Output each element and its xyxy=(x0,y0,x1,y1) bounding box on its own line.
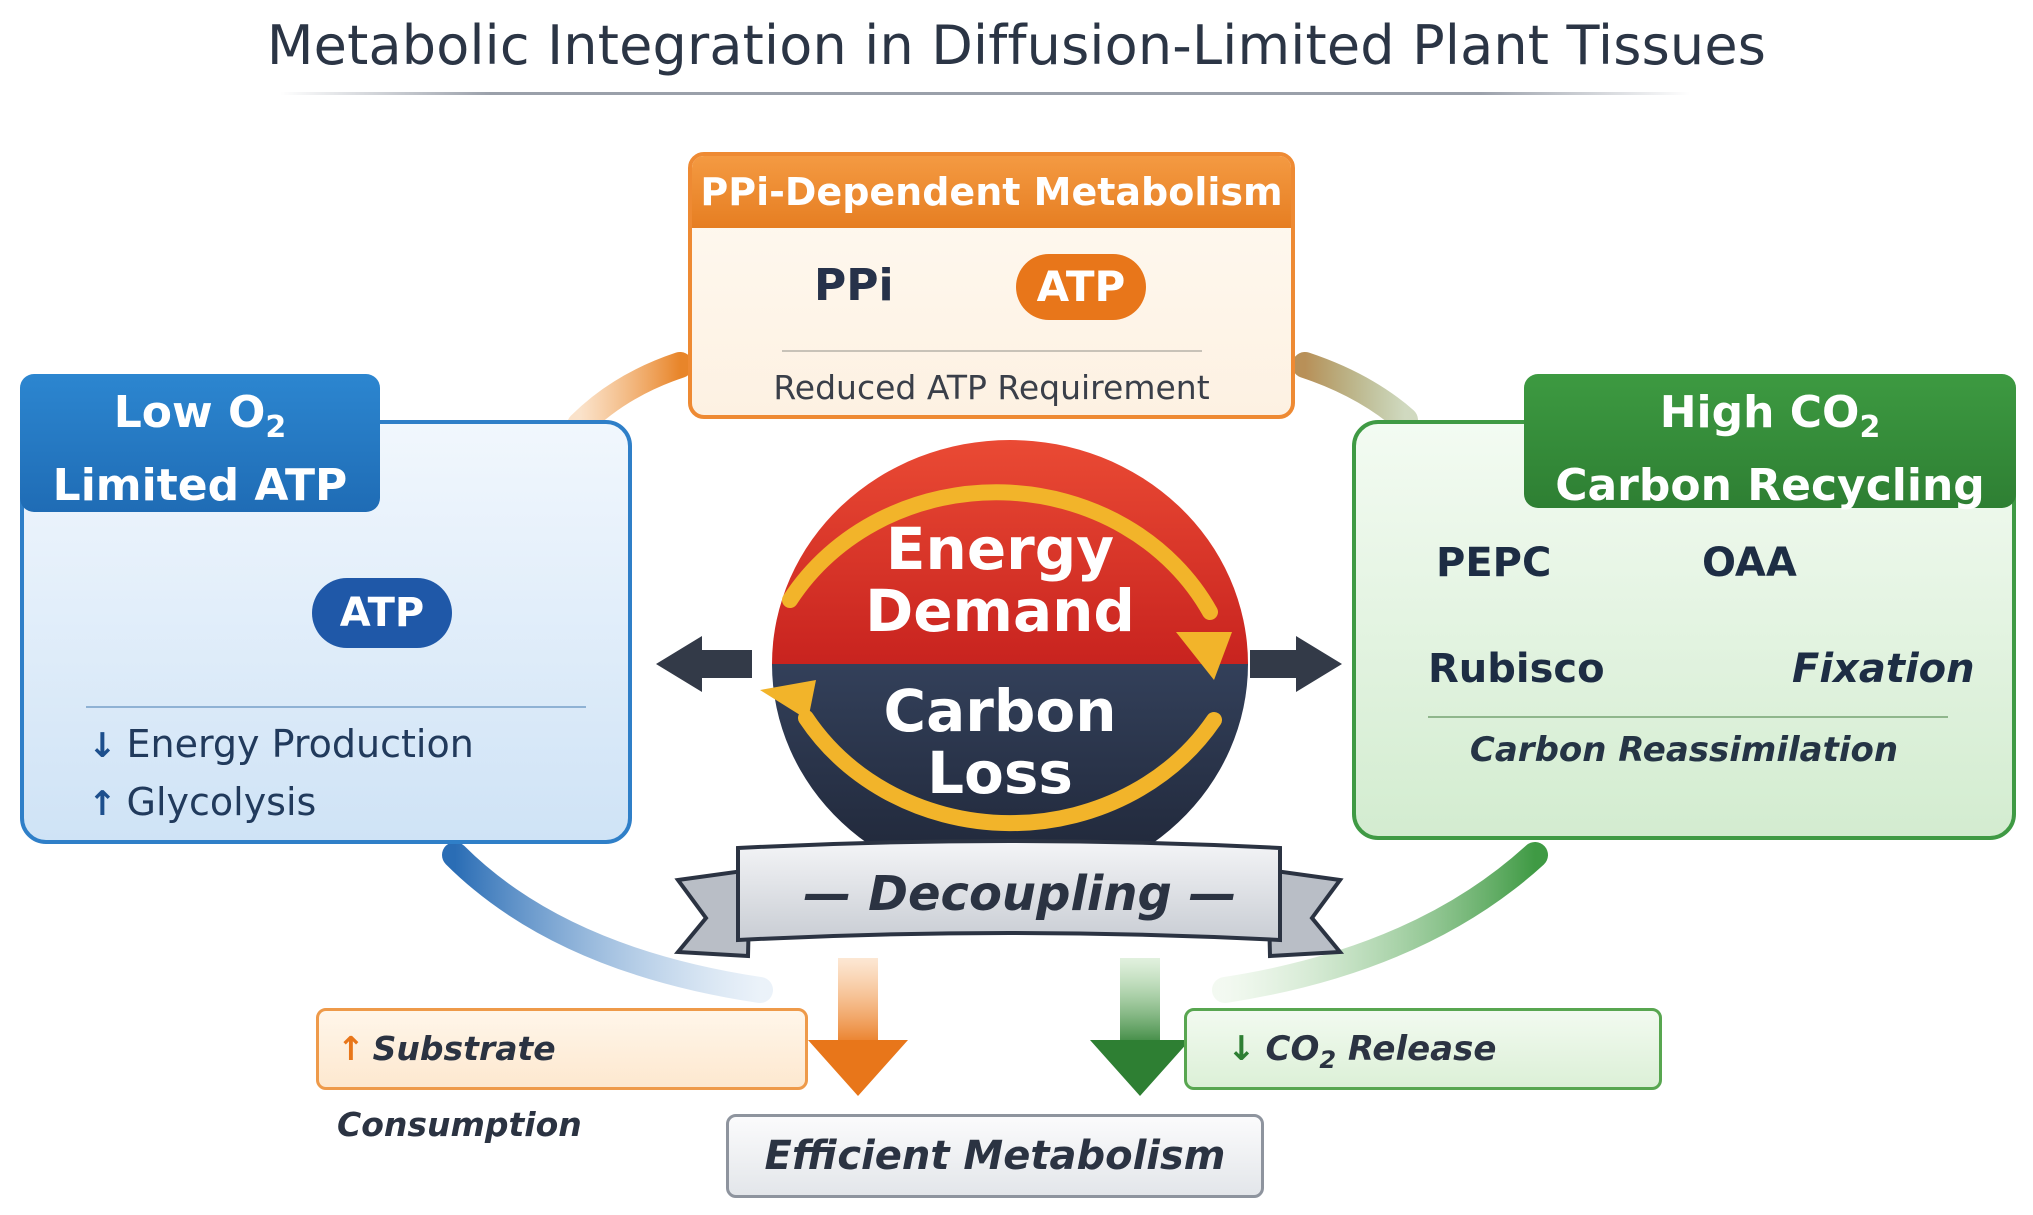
glycolysis-label: Glycolysis xyxy=(126,780,317,824)
low-o2-divider xyxy=(86,706,586,708)
low-o2-title: Low O xyxy=(113,387,266,438)
carbon-loss-label: Carbon Loss xyxy=(790,680,1210,804)
high-co2-title-line2: Carbon Recycling xyxy=(1555,460,1985,511)
up-arrow-icon: ↑ xyxy=(337,1029,365,1068)
glycolysis-line: ↑Glycolysis xyxy=(88,780,316,824)
low-o2-subscript: 2 xyxy=(265,410,287,445)
low-o2-header: Low O2 Limited ATP xyxy=(20,374,380,512)
pepc-label: PEPC xyxy=(1436,540,1552,586)
substrate-consumption-label: Substrate Consumption xyxy=(337,1029,582,1144)
ppi-label: PPi xyxy=(814,260,894,311)
up-arrow-icon: ↑ xyxy=(88,784,117,824)
rubisco-label: Rubisco xyxy=(1428,646,1605,692)
co2-release-prefix: CO xyxy=(1265,1029,1320,1069)
ppi-metabolism-panel: PPi-Dependent Metabolism PPi ATP Reduced… xyxy=(688,152,1295,419)
high-co2-divider xyxy=(1428,716,1948,718)
co2-release-suffix: Release xyxy=(1336,1029,1497,1069)
ppi-panel-header: PPi-Dependent Metabolism xyxy=(692,156,1291,228)
co2-release-box: ↓CO2 Release xyxy=(1184,1008,1662,1090)
carbon-loss-line2: Loss xyxy=(927,739,1073,807)
arc-ppi-to-right xyxy=(1292,352,1418,433)
diagram-title: Metabolic Integration in Diffusion-Limit… xyxy=(266,14,1767,77)
ppi-atp-pill: ATP xyxy=(1016,254,1146,320)
down-arrow-green xyxy=(1090,958,1190,1096)
efficient-metabolism-box: Efficient Metabolism xyxy=(726,1114,1264,1198)
fixation-label: Fixation xyxy=(1792,646,1975,692)
energy-demand-label: Energy Demand xyxy=(790,518,1210,642)
title-divider xyxy=(280,92,1690,95)
energy-demand-line1: Energy xyxy=(885,515,1115,583)
substrate-consumption-box: ↑Substrate Consumption xyxy=(316,1008,808,1144)
decoupling-ribbon xyxy=(673,839,1345,959)
mitochondria-atp-badge: ATP xyxy=(312,578,452,648)
down-arrow-icon: ↓ xyxy=(1227,1029,1256,1069)
high-co2-title: High CO xyxy=(1659,387,1860,438)
carbon-reassimilation-label: Carbon Reassimilation xyxy=(1469,730,1899,770)
decoupling-label: — Decoupling — xyxy=(803,866,1237,922)
low-o2-title-line2: Limited ATP xyxy=(52,460,348,511)
oaa-label: OAA xyxy=(1702,540,1797,586)
center-circle xyxy=(760,440,1248,888)
high-co2-subscript: 2 xyxy=(1859,410,1881,445)
carbon-loss-line1: Carbon xyxy=(883,677,1117,745)
co2-release-subscript: 2 xyxy=(1319,1046,1337,1074)
arrow-center-to-right xyxy=(1250,636,1342,692)
arc-left-to-bottom xyxy=(442,842,773,1003)
down-arrow-orange xyxy=(808,958,908,1096)
ppi-panel-subtitle: Reduced ATP Requirement xyxy=(773,368,1210,407)
arrow-center-to-left xyxy=(656,636,752,692)
down-arrow-icon: ↓ xyxy=(88,726,117,766)
energy-production-line: ↓Energy Production xyxy=(88,722,474,766)
high-co2-header: High CO2 Carbon Recycling xyxy=(1524,374,2016,511)
arc-right-to-bottom xyxy=(1212,842,1548,1003)
ppi-divider xyxy=(782,350,1202,352)
arc-ppi-to-left xyxy=(567,352,693,438)
energy-production-label: Energy Production xyxy=(126,722,474,766)
energy-demand-line2: Demand xyxy=(865,577,1135,645)
